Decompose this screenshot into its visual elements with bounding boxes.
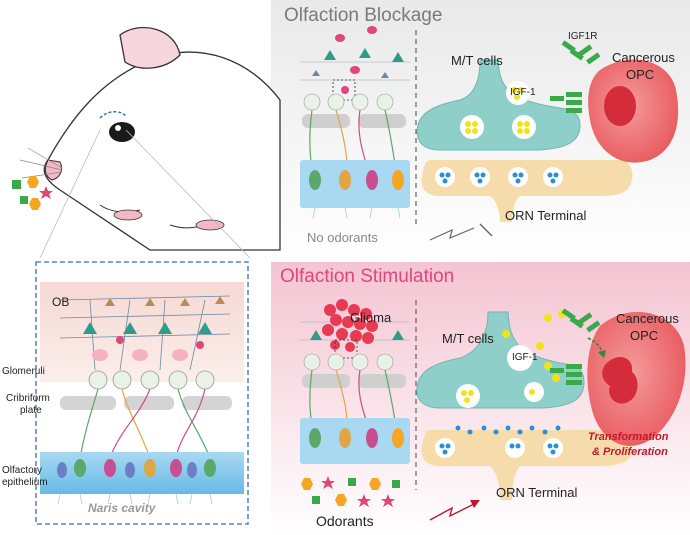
blockage-signal-blocked-icon <box>429 227 475 241</box>
epithelium-cells <box>57 459 216 478</box>
stimulation-mt-cell <box>416 311 585 409</box>
blockage-opc-label-line2: OPC <box>626 67 654 82</box>
epithelium-label-line2: epithelium <box>2 477 48 488</box>
mouse-odorant-molecules <box>12 176 53 210</box>
stimulation-igf-vesicles <box>456 310 566 408</box>
stimulation-opc-dividing-nucleus <box>602 357 638 404</box>
blockage-title: Olfaction Blockage <box>284 5 442 26</box>
stimulation-orn-terminal <box>421 430 633 500</box>
stimulation-igf1-label: IGF-1 <box>512 352 538 363</box>
epithelium-label-line1: Olfactory <box>2 465 42 476</box>
stimulation-lower-column <box>300 353 410 464</box>
stimulation-igf1r-receptors <box>550 308 601 385</box>
glioma-label: Glioma <box>350 310 392 325</box>
blockage-igf1r-label: IGF1R <box>568 31 597 42</box>
mouse-illustration <box>19 26 281 251</box>
stimulation-mt-label: M/T cells <box>442 331 494 346</box>
zoom-line-left <box>39 129 101 259</box>
blockage-opc-label-line1: Cancerous <box>612 50 675 65</box>
blockage-orn-vesicles <box>435 167 563 187</box>
stimulation-released-vesicles <box>455 425 561 435</box>
blockage-block-bar-icon <box>479 223 493 237</box>
odorants-label: Odorants <box>316 513 374 529</box>
ob-mitral-cells <box>83 296 225 361</box>
blockage-igf-vesicles <box>460 81 536 139</box>
transformation-label-line1: Transformation <box>588 431 669 443</box>
blockage-opc-nucleus <box>604 86 636 126</box>
stimulation-signal-arrowhead-icon <box>470 500 480 508</box>
cribriform-label-line2: plate <box>20 405 42 416</box>
stimulation-title: Olfaction Stimulation <box>280 266 454 287</box>
ob-label: OB <box>52 295 69 309</box>
naris-cavity-label: Naris cavity <box>88 501 157 515</box>
stimulation-odorant-molecules <box>301 476 400 507</box>
no-odorants-label: No odorants <box>307 230 378 245</box>
orn-axons <box>79 388 211 459</box>
stimulation-opc-label-line2: OPC <box>630 328 658 343</box>
blockage-orn-label: ORN Terminal <box>505 208 587 223</box>
transformation-label-line2: & Proliferation <box>592 446 668 458</box>
blockage-mt-label: M/T cells <box>451 53 503 68</box>
stimulation-signal-icon <box>429 503 475 521</box>
ob-neuron-network <box>59 295 231 371</box>
glioma-tumor-cluster <box>322 299 378 352</box>
activation-arrowhead-icon <box>598 350 606 358</box>
blockage-mt-cell <box>416 59 581 151</box>
stimulation-orn-label: ORN Terminal <box>496 485 578 500</box>
stimulation-orn-vesicles <box>435 438 563 458</box>
stimulation-opc-label-line1: Cancerous <box>616 311 679 326</box>
cribriform-plate <box>60 396 232 410</box>
olfactory-bulb-region <box>40 282 244 382</box>
zoom-line-right <box>125 129 251 259</box>
blockage-neuron-column <box>300 26 410 219</box>
blockage-igf1r-receptors <box>550 40 601 113</box>
glomeruli-label: Glomeruli <box>2 366 45 377</box>
cribriform-label-line1: Cribriform <box>6 393 50 404</box>
activation-arrow-icon <box>587 337 603 353</box>
cilia <box>57 493 213 505</box>
blockage-igf1-label: IGF-1 <box>510 87 536 98</box>
glomeruli-row <box>88 370 215 390</box>
